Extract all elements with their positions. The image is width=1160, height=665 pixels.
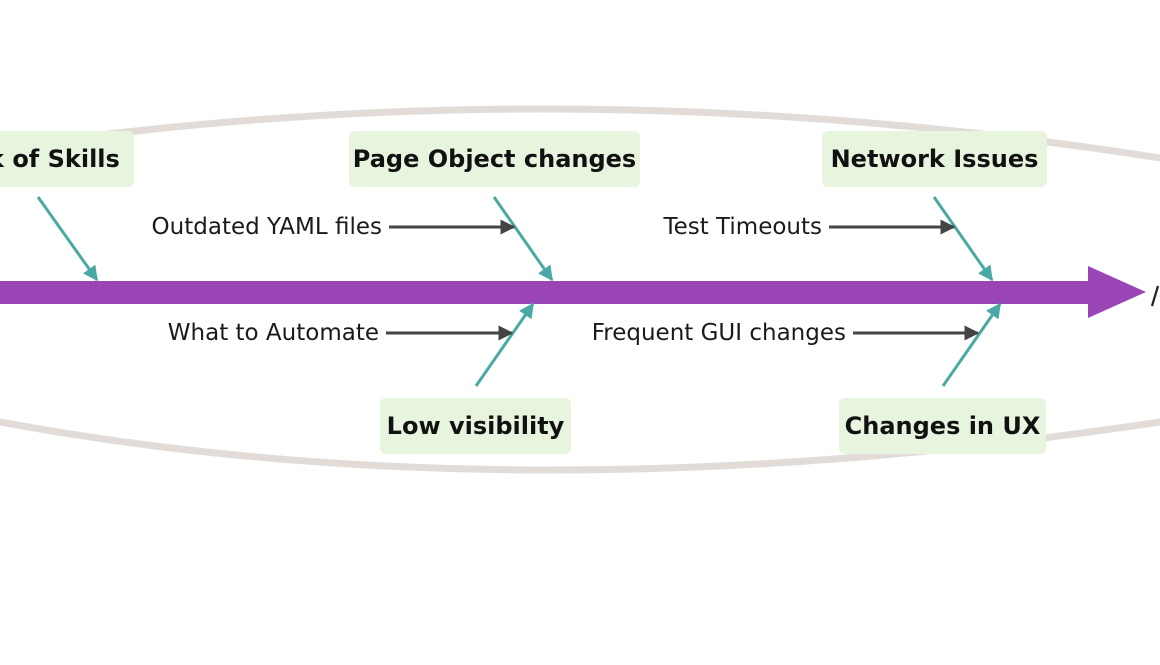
sub-cause-frequent-gui: Frequent GUI changes (591, 320, 846, 346)
bone-page-object-changes (492, 196, 554, 282)
bone-low-visibility (474, 302, 535, 387)
spine (0, 281, 1094, 304)
cause-box-page-object-changes: Page Object changes (349, 131, 640, 187)
spine-arrow-head (1088, 266, 1146, 318)
head-partial-glyph (1150, 285, 1160, 307)
cause-box-lack-of-skills: k of Skills (0, 131, 134, 187)
sub-cause-what-to-automate: What to Automate (167, 320, 379, 346)
bone-lack-of-skills (36, 196, 99, 282)
bone-network-issues (932, 196, 994, 282)
sub-cause-test-timeouts: Test Timeouts (663, 214, 822, 240)
sub-cause-outdated-yaml: Outdated YAML files (151, 214, 382, 240)
cause-box-network-issues: Network Issues (822, 131, 1047, 187)
cause-box-changes-in-ux: Changes in UX (839, 398, 1046, 454)
bone-changes-in-ux (941, 302, 1002, 387)
cause-box-low-visibility: Low visibility (380, 398, 571, 454)
